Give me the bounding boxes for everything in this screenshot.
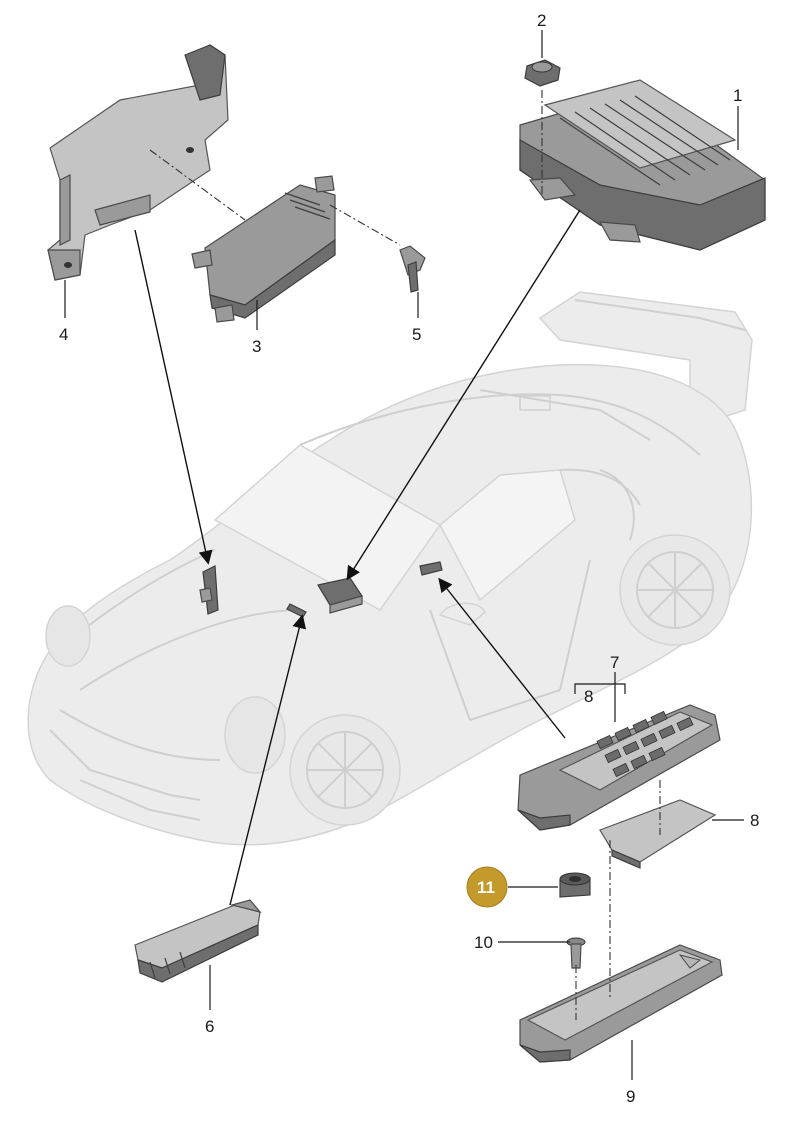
battery-plate-part-8: [599, 799, 717, 869]
callout-1: 1: [733, 86, 742, 105]
bracket-part-4: [47, 44, 229, 281]
callout-2: 2: [537, 11, 546, 30]
assembly-lines: [149, 90, 661, 1020]
callout-8-right: 8: [750, 811, 759, 830]
leader-lines: [64, 30, 744, 1080]
callout-3: 3: [252, 337, 261, 356]
vehicle-outline: [27, 291, 753, 846]
callout-6: 6: [205, 1017, 214, 1036]
callout-9: 9: [626, 1087, 635, 1106]
callout-7: 7: [610, 653, 619, 672]
callout-4: 4: [59, 325, 68, 344]
mounted-sensor-right: [419, 561, 443, 576]
highlight-badge: [466, 866, 508, 908]
callout-8-upper: 8: [584, 687, 593, 706]
callout-labels: 1 2 3 4 5 6 7 8 8 9 10 11: [59, 11, 759, 1106]
callout-11-badge: 11: [466, 866, 508, 908]
nut-part-2: [524, 59, 561, 87]
control-unit-part-1: [519, 79, 766, 251]
module-part-3: [191, 175, 336, 323]
location-arrows: [134, 209, 581, 906]
mounted-component-left: [199, 565, 219, 615]
receiver-part-6: [134, 899, 262, 983]
bolt-part-5: [399, 245, 426, 293]
callout-11: 11: [477, 878, 495, 897]
callout-10: 10: [474, 933, 493, 952]
remote-key-part-7: [517, 704, 721, 831]
callout-5: 5: [412, 325, 421, 344]
mounted-control-unit: [317, 577, 363, 614]
grommet-part-11: [559, 872, 591, 898]
cover-part-9: [519, 944, 723, 1063]
